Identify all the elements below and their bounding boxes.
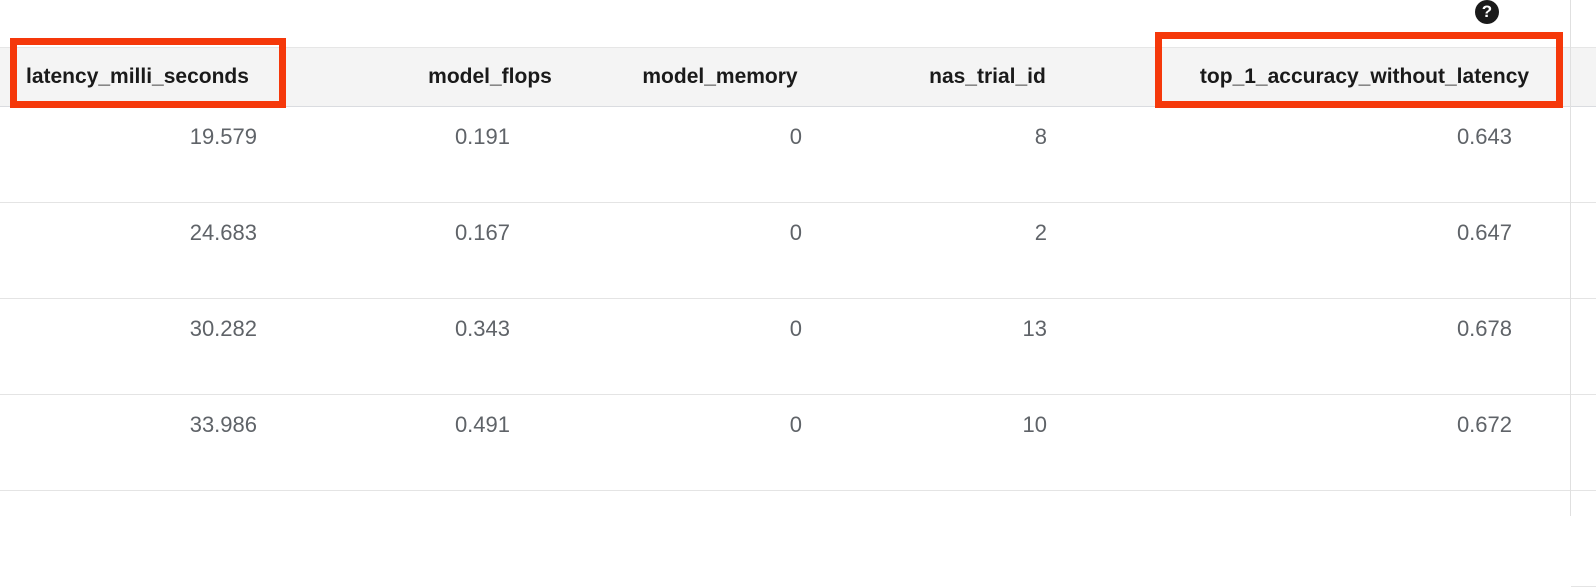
- cell-nas-trial-id: 2: [1034, 220, 1047, 245]
- column-header-nas-trial-id[interactable]: nas_trial_id: [929, 65, 1046, 88]
- cell-latency-milli-seconds: 24.683: [189, 220, 257, 245]
- column-header-latency-milli-seconds[interactable]: latency_milli_seconds: [26, 65, 249, 88]
- gutter-row: [1571, 203, 1596, 299]
- gutter-row: [1571, 491, 1596, 587]
- column-divider: [1570, 0, 1571, 516]
- cell-model-flops: 0.191: [454, 124, 510, 149]
- column-header-model-flops[interactable]: model_flops: [428, 65, 552, 88]
- gutter-row: [1571, 395, 1596, 491]
- cell-nas-trial-id: 13: [1022, 316, 1047, 341]
- cell-top-1-accuracy-without-latency: 0.647: [1456, 220, 1512, 245]
- cell-model-memory: 0: [789, 124, 802, 149]
- table-row[interactable]: 30.282 0.343 0 13 0.678: [0, 299, 1570, 395]
- cell-model-memory: 0: [789, 412, 802, 437]
- cell-model-flops: 0.343: [454, 316, 510, 341]
- gutter-row: [1571, 107, 1596, 203]
- cell-top-1-accuracy-without-latency: 0.643: [1456, 124, 1512, 149]
- cell-model-memory: 0: [789, 220, 802, 245]
- column-header-top-1-accuracy-without-latency[interactable]: top_1_accuracy_without_latency: [1199, 65, 1530, 88]
- table-row[interactable]: 33.986 0.491 0 10 0.672: [0, 395, 1570, 491]
- gutter-row: [1571, 299, 1596, 395]
- help-circle-icon[interactable]: ?: [1475, 0, 1499, 24]
- cell-nas-trial-id: 8: [1034, 124, 1047, 149]
- cell-model-flops: 0.167: [454, 220, 510, 245]
- cell-nas-trial-id: 10: [1022, 412, 1047, 437]
- table-row[interactable]: 19.579 0.191 0 8 0.643: [0, 107, 1570, 203]
- table-header-row: latency_milli_seconds model_flops model_…: [0, 47, 1570, 107]
- cell-top-1-accuracy-without-latency: 0.672: [1456, 412, 1512, 437]
- cell-latency-milli-seconds: 19.579: [189, 124, 257, 149]
- column-header-model-memory[interactable]: model_memory: [642, 65, 798, 88]
- table-body: 19.579 0.191 0 8 0.643 24.683 0.167 0 2 …: [0, 107, 1570, 516]
- cell-latency-milli-seconds: 33.986: [189, 412, 257, 437]
- table-row[interactable]: 24.683 0.167 0 2 0.647: [0, 203, 1570, 299]
- table-top-strip: ?: [0, 0, 1596, 47]
- cell-top-1-accuracy-without-latency: 0.678: [1456, 316, 1512, 341]
- column-header-gutter: [1571, 47, 1596, 107]
- cell-model-flops: 0.491: [454, 412, 510, 437]
- cell-latency-milli-seconds: 30.282: [189, 316, 257, 341]
- cell-model-memory: 0: [789, 316, 802, 341]
